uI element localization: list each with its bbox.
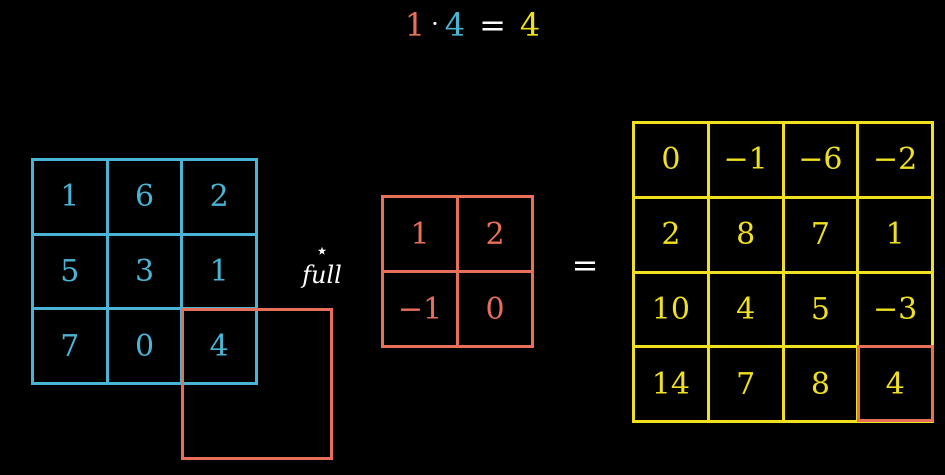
output-cell: 2: [635, 198, 710, 274]
output-cell: −1: [709, 124, 785, 199]
input-cell: 1: [34, 161, 109, 236]
kernel-cell: 0: [459, 273, 534, 348]
output-cell: 8: [709, 198, 785, 274]
input-cell: 5: [34, 235, 109, 311]
star-icon: ⋆: [315, 239, 329, 264]
current-output-cell-highlight: [857, 345, 934, 422]
equation-input-value: 1: [404, 6, 426, 44]
input-cell: 6: [108, 161, 184, 236]
input-cell: 4: [183, 310, 258, 385]
equation-kernel-value: 4: [444, 6, 466, 44]
kernel-cell: 1: [384, 198, 459, 273]
input-cell: 7: [34, 310, 109, 385]
equals-sign: =: [571, 246, 599, 284]
output-cell: 7: [709, 348, 785, 423]
output-cell: 4: [709, 273, 785, 349]
input-cell: 1: [183, 235, 258, 311]
output-cell: 0: [635, 124, 710, 199]
current-step-equation: 1·4=4: [0, 4, 945, 45]
output-cell: 5: [784, 273, 860, 349]
input-cell: 2: [183, 161, 258, 236]
output-cell: −6: [784, 124, 860, 199]
equation-multiply-operator: ·: [431, 10, 439, 38]
equation-equals-sign: =: [479, 6, 506, 44]
output-cell: 8: [784, 348, 860, 423]
output-cell: −3: [859, 273, 934, 349]
kernel-matrix: 1 2 −1 0: [381, 195, 534, 348]
input-cell: 0: [108, 310, 184, 385]
output-cell: 7: [784, 198, 860, 274]
kernel-cell: −1: [384, 273, 459, 348]
kernel-cell: 2: [459, 198, 534, 273]
convolution-operator: ⋆ full: [282, 239, 362, 289]
output-cell: 14: [635, 348, 710, 423]
sliding-kernel-window: [181, 308, 333, 460]
output-cell: −2: [859, 124, 934, 199]
output-cell: 1: [859, 198, 934, 274]
equation-result-value: 4: [519, 6, 541, 44]
output-cell: 10: [635, 273, 710, 349]
convolution-mode-label: full: [302, 261, 342, 289]
input-cell: 3: [108, 235, 184, 311]
output-matrix: 0 −1 −6 −2 2 8 7 1 10 4 5 −3 14 7 8 4: [632, 121, 934, 423]
